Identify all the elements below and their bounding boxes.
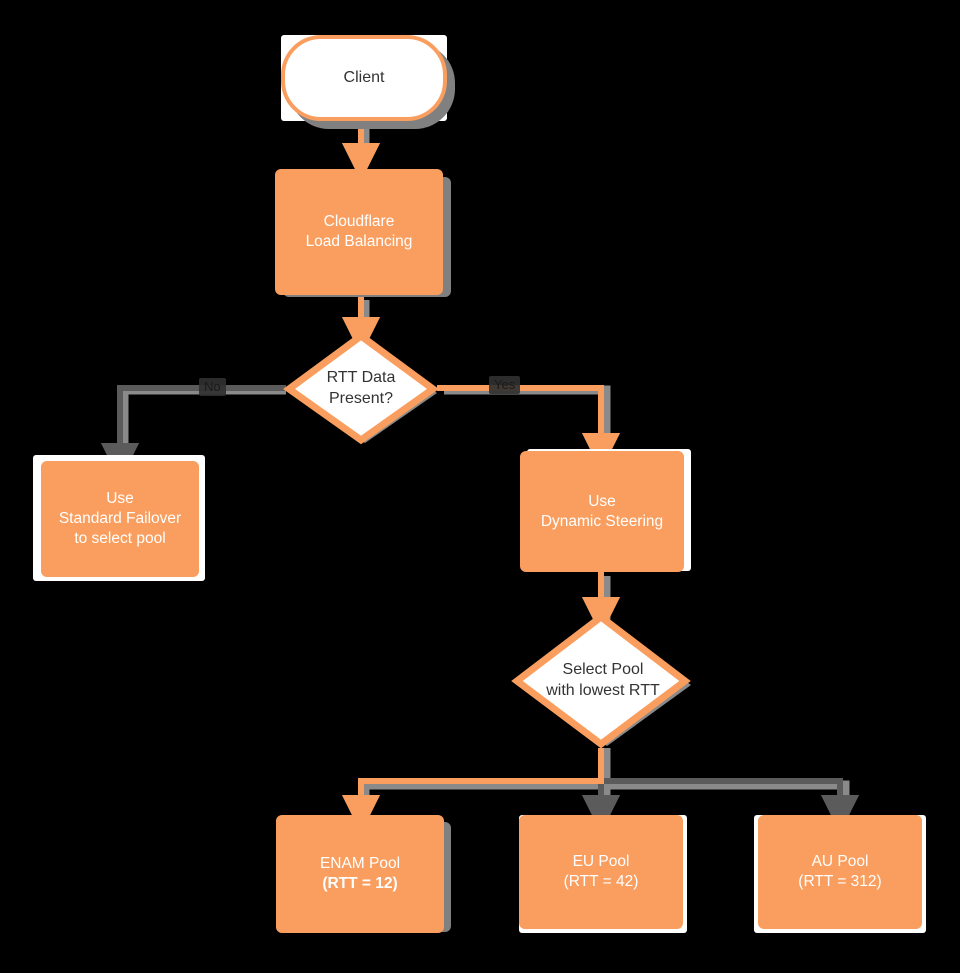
node-load-balancing[interactable]: Cloudflare Load Balancing (275, 169, 443, 295)
au-pool-name: AU Pool (811, 853, 869, 871)
rtt-present-diamond-shape (283, 333, 439, 445)
eu-pool-name: EU Pool (572, 853, 630, 871)
node-enam-pool[interactable]: ENAM Pool (RTT = 12) (276, 815, 444, 933)
select-pool-diamond-shape (511, 613, 691, 749)
edge-label-no: No (199, 378, 226, 397)
client-label: Client (343, 68, 385, 86)
edge-rtt-yes (437, 385, 621, 472)
node-rtt-present[interactable]: RTT Data Present? (281, 333, 441, 445)
enam-pool-name: ENAM Pool (319, 855, 401, 873)
rtt-present-label: RTT Data Present? (326, 369, 396, 407)
node-select-pool[interactable]: Select Pool with lowest RTT (511, 613, 695, 749)
eu-pool-detail: (RTT = 42) (563, 873, 639, 890)
edge-label-yes: Yes (489, 376, 521, 395)
dynamic-steering-label: Use Dynamic Steering (540, 492, 664, 530)
edge-rtt-no (100, 385, 286, 482)
select-pool-label: Select Pool with lowest RTT (546, 661, 660, 699)
au-pool-detail: (RTT = 312) (798, 873, 882, 890)
edge-select-to-au (601, 778, 860, 834)
edge-select-to-enam (341, 748, 604, 834)
load-balancing-label: Cloudflare Load Balancing (305, 213, 413, 250)
enam-pool-detail: (RTT = 12) (322, 875, 398, 892)
node-dynamic-steering[interactable]: Use Dynamic Steering (520, 451, 684, 572)
node-client[interactable]: Client (281, 35, 447, 121)
node-eu-pool[interactable]: EU Pool (RTT = 42) (519, 815, 683, 929)
standard-failover-label: Use Standard Failover to select pool (58, 490, 182, 547)
node-standard-failover[interactable]: Use Standard Failover to select pool (41, 461, 199, 577)
node-au-pool[interactable]: AU Pool (RTT = 312) (758, 815, 922, 929)
